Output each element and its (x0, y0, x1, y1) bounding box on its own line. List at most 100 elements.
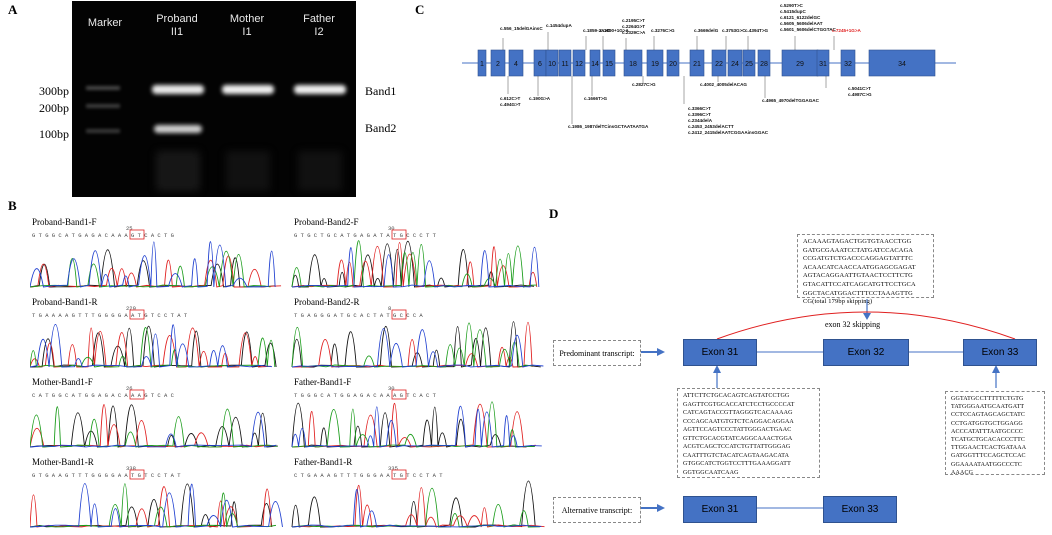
trace-title: Proband-Band2-R (294, 297, 360, 307)
mutation-label: c.4002_4005delACAG (700, 82, 747, 87)
mutation-label: c.4965_4970delTGGAGAC (762, 98, 820, 103)
trace-sequence: G T G G C A T G A G A C A A A G T C A C … (32, 232, 174, 239)
mutation-label: c.3366C>T (688, 106, 711, 111)
size-300bp: 300bp (39, 84, 69, 98)
exon-label: 28 (760, 61, 768, 68)
mutation-label: c.494G>T (500, 102, 521, 107)
exon32-skipping-label: exon 32 skipping (823, 320, 883, 329)
exon-label: 21 (693, 61, 701, 68)
variant-highlight (129, 309, 145, 320)
trace-position: 26 (126, 385, 133, 392)
marker-band (86, 86, 120, 90)
exon-label: 19 (651, 61, 659, 68)
trace-position: 335 (388, 465, 398, 472)
trace-line (30, 483, 273, 528)
alt-exon33-box: Exon 33 (823, 496, 897, 523)
exon-label: 14 (591, 61, 599, 68)
trace-line (291, 321, 533, 368)
mutation-label: c.556_15delGAinsC (500, 26, 543, 31)
trace-line (30, 483, 276, 528)
lane-father-id: I2 (314, 26, 324, 38)
mutation-label: c.2329C>A (622, 30, 646, 35)
exon-12 (572, 49, 586, 77)
trace-line (30, 327, 276, 368)
mutation-label: c.2195C>T (622, 18, 645, 23)
trace-sequence: T G A G G G A T G C A C T A T G C C C A (294, 312, 423, 319)
exon33-up-arrow-head (992, 365, 1000, 373)
trace-line (30, 241, 276, 288)
mutation-label: c.2264G>T (622, 24, 645, 29)
mutation-label: c.3276C>G (651, 28, 675, 33)
trace-line (291, 402, 533, 448)
band1-label: Band1 (365, 84, 397, 98)
exon31-sequence-box: ATTCTTCTGCACAGTCAGTATCCTGG GAGTTCGTGCACC… (677, 388, 820, 478)
arrow-head (863, 313, 871, 320)
proband-band2 (154, 125, 202, 133)
trace-title: Proband-Band1-R (32, 297, 98, 307)
trace-line (30, 404, 277, 448)
exon-19 (646, 49, 664, 77)
exon-18 (623, 49, 643, 77)
exon-label: 4 (514, 61, 518, 68)
alt-exon31-box: Exon 31 (683, 496, 757, 523)
trace-title: Mother-Band1-F (32, 377, 93, 387)
mutation-label: c.3753G>C (722, 28, 746, 33)
mutation-label: c.5041C>T (848, 86, 871, 91)
trace-title: Father-Band1-R (294, 457, 352, 467)
trace-line (291, 322, 533, 368)
exon-2 (490, 49, 506, 77)
exon-label: 1 (480, 61, 484, 68)
mutation-label: c.612C>T (500, 96, 520, 101)
trace-sequence: G T G C T G C A T G A G A T A T G C C C … (294, 232, 437, 239)
father-band1 (294, 85, 346, 94)
exon-label: 20 (669, 61, 677, 68)
trace-position: 30 (388, 225, 395, 232)
trace-line (30, 404, 278, 448)
trace-position: 30 (388, 385, 395, 392)
mutation-label: c.5601_5606delCTGGTAC (780, 27, 837, 32)
exon33-sequence-box: GGTATGCCTTTTTCTGTG TATGGGAATGCAATGATT CC… (945, 391, 1045, 476)
trace-line (291, 247, 540, 288)
exon-11 (558, 49, 572, 77)
trace-line (291, 401, 535, 448)
exon-25 (742, 49, 756, 77)
exon-24 (727, 49, 743, 77)
exon31-up-arrow-head (713, 365, 721, 373)
mother-band1 (222, 85, 274, 94)
mutation-label: c.1890+1G>A (600, 28, 630, 33)
exon-1 (477, 49, 487, 77)
marker-band (86, 129, 120, 133)
splicing-connectors (639, 299, 1016, 512)
trace-sequence: T G A A A A G T T T G G G G A A T G T C … (32, 312, 188, 319)
lane-proband-id: II1 (170, 26, 184, 38)
exon-31 (816, 49, 830, 77)
trace-line (291, 321, 541, 368)
skipping-arc (716, 311, 1016, 340)
mutation-label: c.2412_2415delAATCGGAAinsGGAC (688, 130, 769, 135)
trace-sequence: G T G A A G T T T G G G G A A T G T C C … (32, 472, 181, 479)
trace-title: Mother-Band1-R (32, 457, 94, 467)
exon-14 (589, 49, 601, 77)
trace-title: Father-Band1-F (294, 377, 351, 387)
trace-line (291, 240, 537, 288)
chromatogram-panel: Proband-Band1-FG T G G C A T G A G A C A… (30, 217, 545, 529)
trace-line (30, 411, 277, 448)
mutation-label: c.1986_1987delTCinsGCTAATAATGA (568, 124, 649, 129)
trace-line (30, 483, 283, 528)
exon-label: 29 (796, 61, 804, 68)
exon32-sequence-box: ACAAAGTAGACTGGTGTAACCTGG GATGCGAAATCCTAT… (797, 234, 934, 305)
exon-label: 12 (575, 61, 583, 68)
mutation-label: c.1666T>G (584, 96, 608, 101)
gel-image: Marker Proband II1 Mother I1 Father I2 (72, 1, 356, 197)
trace-title: Proband-Band2-F (294, 217, 359, 227)
trace-position: 8 (388, 305, 391, 312)
lane-smear (226, 151, 270, 191)
trace-line (291, 240, 535, 288)
exon-34 (868, 49, 936, 77)
trace-line (291, 405, 542, 448)
exon-label: 22 (715, 61, 723, 68)
lane-father-label: Father (303, 13, 335, 25)
exon-label: 11 (561, 61, 568, 68)
size-100bp: 100bp (39, 127, 69, 141)
